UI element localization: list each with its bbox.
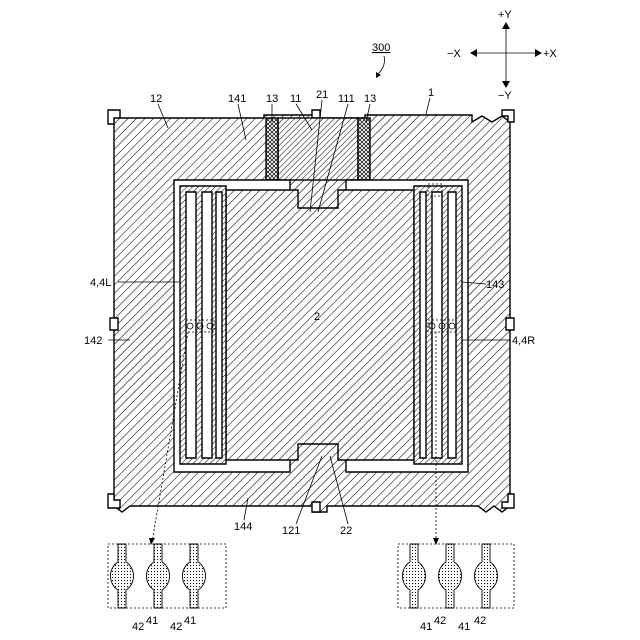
mass — [226, 190, 414, 460]
axis-plus-x-label: +X — [543, 48, 557, 60]
top-left-joint — [266, 118, 278, 180]
callout-111: 111 — [338, 93, 355, 105]
callout-12: 12 — [150, 93, 162, 105]
detail-right-label-4: 42 — [474, 615, 486, 627]
callout-4-4L: 4,4L — [90, 277, 111, 289]
axis-indicator: +Y −Y −X +X — [447, 9, 557, 102]
callout-1: 1 — [428, 87, 434, 99]
assembly-reference: 300 — [372, 42, 390, 78]
callout-21: 21 — [316, 89, 328, 101]
top-block — [278, 118, 358, 180]
callout-22: 22 — [340, 525, 352, 537]
detail-left-label-4: 41 — [184, 615, 196, 627]
top-right-joint — [358, 118, 370, 180]
axis-minus-y-label: −Y — [498, 90, 512, 102]
callout-11: 11 — [290, 93, 301, 105]
detail-right-label-3: 41 — [458, 621, 470, 633]
detail-view-left: 42 41 42 41 — [108, 544, 226, 633]
callout-13-left: 13 — [266, 93, 278, 105]
detail-left-label-2: 41 — [146, 615, 158, 627]
callout-13-right: 13 — [364, 93, 376, 105]
callout-143: 143 — [486, 279, 504, 291]
detail-right-label-1: 41 — [420, 621, 432, 633]
callout-142: 142 — [84, 335, 102, 347]
callout-4-4R: 4,4R — [512, 335, 535, 347]
callout-121: 121 — [282, 525, 300, 537]
detail-left-label-3: 42 — [170, 621, 182, 633]
axis-plus-y-label: +Y — [498, 9, 512, 21]
callout-141: 141 — [228, 93, 246, 105]
callout-144: 144 — [234, 521, 252, 533]
axis-minus-x-label: −X — [447, 48, 461, 60]
detail-left-label-1: 42 — [132, 621, 144, 633]
assembly-label: 300 — [372, 42, 390, 54]
detail-right-label-2: 42 — [434, 615, 446, 627]
detail-view-right: 41 42 41 42 — [398, 544, 514, 633]
callout-2: 2 — [314, 311, 320, 323]
